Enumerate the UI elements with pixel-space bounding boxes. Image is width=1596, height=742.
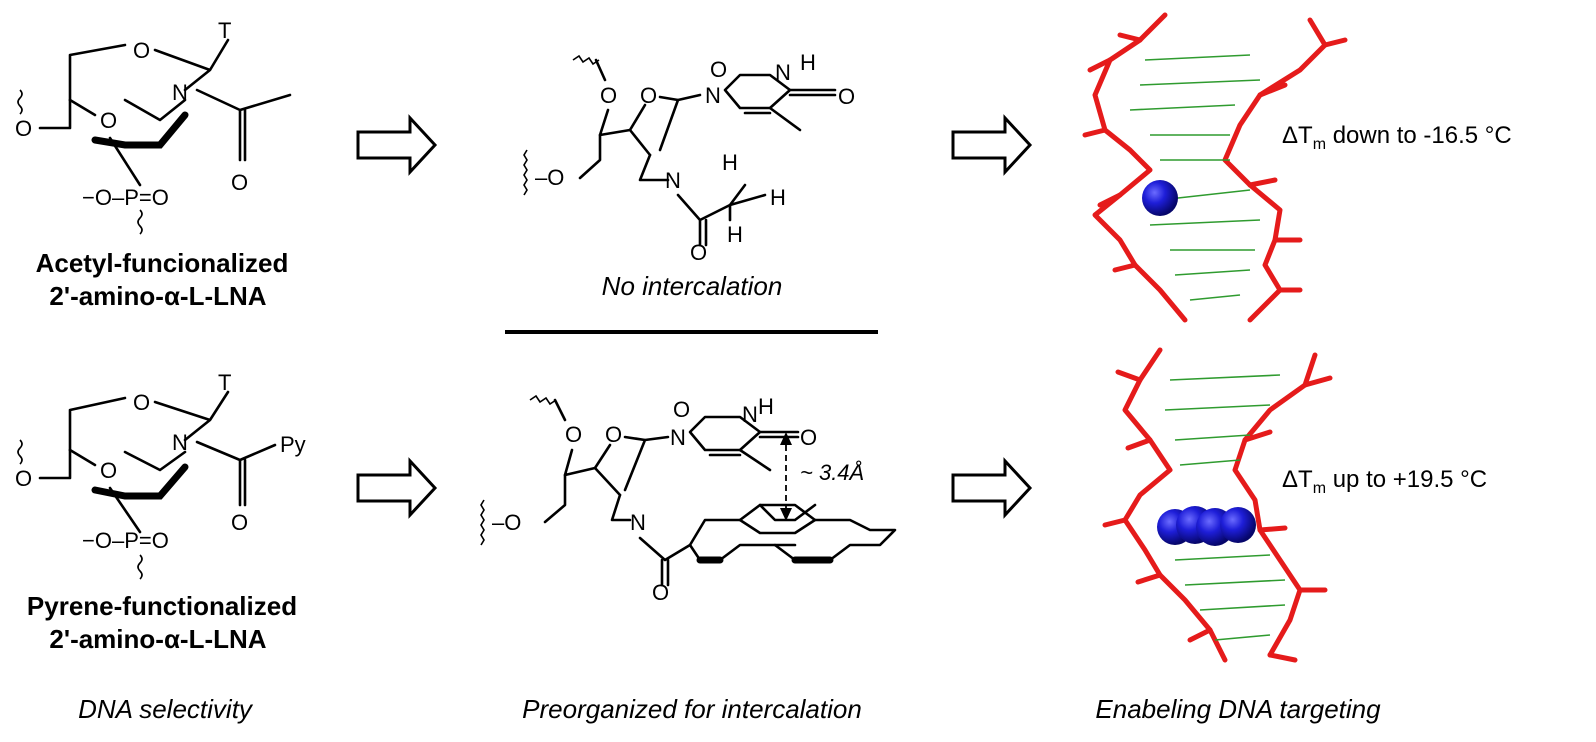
atom-n3-uracil: N bbox=[775, 60, 791, 85]
molecule-name-pyrene-line2: 2'-amino-α-L-LNA bbox=[49, 624, 266, 654]
atom-o-uracil-2: O bbox=[710, 57, 727, 82]
arrow-row1-right bbox=[951, 114, 1033, 176]
atom-n-2: N bbox=[172, 430, 188, 455]
dna-duplex-acetyl bbox=[1082, 12, 1348, 323]
atom-n-3d-2: N bbox=[630, 510, 646, 535]
atom-t-2: T bbox=[218, 370, 231, 395]
acetyl-sphere bbox=[1142, 180, 1178, 216]
footer-preorganized: Preorganized for intercalation bbox=[522, 694, 862, 724]
molecule-name-pyrene-line1: Pyrene-functionalized bbox=[27, 591, 297, 621]
delta-tm-pyrene: ΔTm up to +19.5 °C bbox=[1282, 466, 1487, 497]
atom-n1-uracil: N bbox=[705, 83, 721, 108]
atom-n1-uracil-2: N bbox=[670, 425, 686, 450]
atom-o-acetyl: O bbox=[690, 240, 707, 265]
label-no-intercalation: No intercalation bbox=[602, 271, 783, 301]
atom-h1: H bbox=[722, 150, 738, 175]
atom-o-carbonyl: O bbox=[231, 170, 248, 195]
atom-o-carbonyl-2: O bbox=[231, 510, 248, 535]
atom-o-bridge: O bbox=[100, 108, 117, 133]
atom-py: Py bbox=[280, 432, 306, 457]
atom-h-uracil: H bbox=[800, 50, 816, 75]
atom-o-3d-2: O bbox=[565, 422, 582, 447]
atom-o-3prime-2: –O bbox=[492, 510, 521, 535]
phosphate-group: −O–P=O bbox=[82, 185, 169, 210]
atom-n: N bbox=[172, 80, 188, 105]
atom-h-uracil-2: H bbox=[758, 394, 774, 419]
molecule-name-acetyl-line1: Acetyl-funcionalized bbox=[36, 248, 289, 278]
pyrene-spheres bbox=[1157, 506, 1256, 546]
phosphate-group-2: −O–P=O bbox=[82, 528, 169, 553]
atom-o-ring: O bbox=[133, 38, 150, 63]
footer-dna-selectivity: DNA selectivity bbox=[78, 694, 254, 724]
dna-duplex-pyrene bbox=[1102, 347, 1333, 663]
atom-o-3prime: –O bbox=[535, 165, 564, 190]
label-distance: ~ 3.4Å bbox=[800, 460, 864, 485]
atom-o-5prime: O bbox=[15, 116, 32, 141]
atom-o-uracil-4b: O bbox=[800, 425, 817, 450]
arrow-row2-left bbox=[356, 457, 438, 519]
atom-o-ring-2: O bbox=[133, 390, 150, 415]
delta-tm-acetyl: ΔTm down to -16.5 °C bbox=[1282, 122, 1512, 153]
atom-n-3d: N bbox=[665, 168, 681, 193]
arrow-row2-right bbox=[951, 457, 1033, 519]
atom-o-uracil-4: O bbox=[838, 84, 855, 109]
pyrene-lna-structure: O N T O O Py O −O–P=O bbox=[15, 370, 306, 580]
acetyl-lna-structure: O N T O O O −O–P=O bbox=[15, 18, 292, 235]
atom-o-bridge-2: O bbox=[100, 458, 117, 483]
atom-o-uracil-2b: O bbox=[673, 397, 690, 422]
footer-enabeling: Enabeling DNA targeting bbox=[1095, 694, 1381, 724]
pyrene-3d-structure: O O N O N H O –O N O bbox=[480, 394, 897, 605]
atom-h3: H bbox=[727, 222, 743, 247]
atom-h2: H bbox=[770, 185, 786, 210]
atom-n3-uracil-2: N bbox=[742, 402, 758, 427]
molecule-name-acetyl-line2: 2'-amino-α-L-LNA bbox=[49, 281, 266, 311]
atom-o-ring-3d-2: O bbox=[605, 422, 622, 447]
atom-o-ring-3d: O bbox=[640, 83, 657, 108]
atom-o-amide: O bbox=[652, 580, 669, 605]
atom-t: T bbox=[218, 18, 231, 43]
atom-o-3d: O bbox=[600, 83, 617, 108]
atom-o-5prime-2: O bbox=[15, 466, 32, 491]
arrow-row1-left bbox=[356, 114, 438, 176]
acetyl-3d-structure: O O N O N H O –O N O H H H bbox=[523, 50, 855, 265]
